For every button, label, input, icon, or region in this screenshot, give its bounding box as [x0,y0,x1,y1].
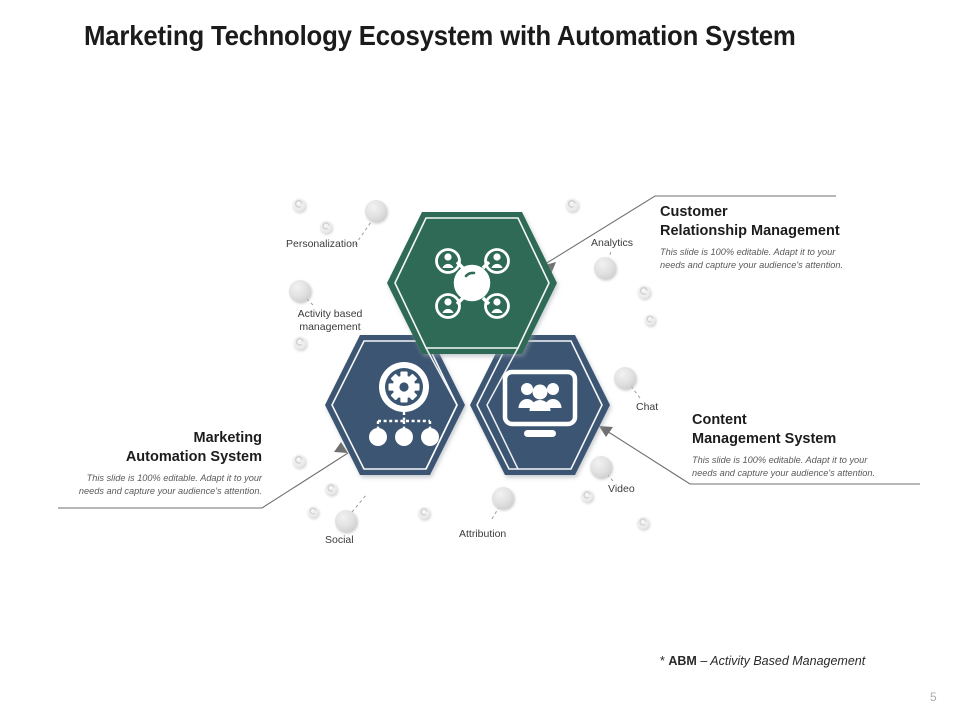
callout-crm-heading-line1: Customer [660,204,728,220]
satellite-bubbles [289,200,641,532]
callout-mas-heading: Marketing Automation System [40,429,262,467]
bubble-video [590,456,614,482]
bubble-attribution [491,487,514,520]
callout-cms-body-line1: This slide is 100% editable. Adapt it to… [692,455,868,466]
page-title: Marketing Technology Ecosystem with Auto… [84,20,796,51]
callout-crm-body-line2: needs and capture your audience's attent… [660,260,844,271]
bubble-personalization [354,200,387,246]
callout-mas-body-line1: This slide is 100% editable. Adapt it to… [86,473,262,484]
callout-cms-body: This slide is 100% editable. Adapt it to… [692,454,922,480]
callout-crm: Customer Relationship Management This sl… [660,203,916,272]
bubble-analytics [594,251,616,279]
node-label-social: Social [325,534,354,546]
hexagon-crm[interactable] [387,212,557,354]
footnote-star: * [660,654,665,668]
callout-mas-body-line2: needs and capture your audience's attent… [78,486,262,497]
node-label-personalization: Personalization [286,238,358,250]
network-people-icon [435,248,510,319]
hexagon-marketing-automation[interactable] [325,335,465,475]
node-label-video: Video [608,483,635,495]
decorative-swirls [292,198,656,529]
node-label-activity-based-management: Activity based management [297,308,363,334]
monitor-people-icon [502,369,578,437]
callout-mas-heading-line2: Automation System [125,449,262,466]
node-label-attribution: Attribution [459,528,507,540]
callout-mas-body: This slide is 100% editable. Adapt it to… [40,472,262,498]
footnote-expansion: Activity Based Management [710,654,866,668]
bubble-activity-based-management [289,280,314,306]
callout-crm-body-line1: This slide is 100% editable. Adapt it to… [660,247,836,258]
bubble-chat [614,367,641,399]
callout-cms-heading-line1: Content [692,412,747,428]
callout-cms-heading-line2: Management System [692,431,837,448]
footnote: * ABM – Activity Based Management [660,654,865,668]
callout-mas-heading-line1: Marketing [193,430,263,446]
callout-crm-heading: Customer Relationship Management [660,203,916,241]
callout-crm-body: This slide is 100% editable. Adapt it to… [660,246,916,272]
footnote-abbreviation: ABM [668,654,697,668]
callout-content-management: Content Management System This slide is … [692,411,922,480]
node-label-chat: Chat [636,401,659,413]
footnote-dash: – [700,654,708,668]
hexagon-overlap-outlines [425,347,519,470]
hexagon-content-management[interactable] [470,335,610,475]
node-label-analytics: Analytics [591,237,634,249]
callout-cms-heading: Content Management System [692,411,922,449]
callout-cms-body-line2: needs and capture your audience's attent… [692,468,876,479]
page-number: 5 [930,690,937,704]
callout-crm-heading-line2: Relationship Management [660,223,840,240]
callout-marketing-automation: Marketing Automation System This slide i… [40,429,262,498]
bubble-social [335,493,368,532]
gear-hierarchy-icon [369,362,439,446]
